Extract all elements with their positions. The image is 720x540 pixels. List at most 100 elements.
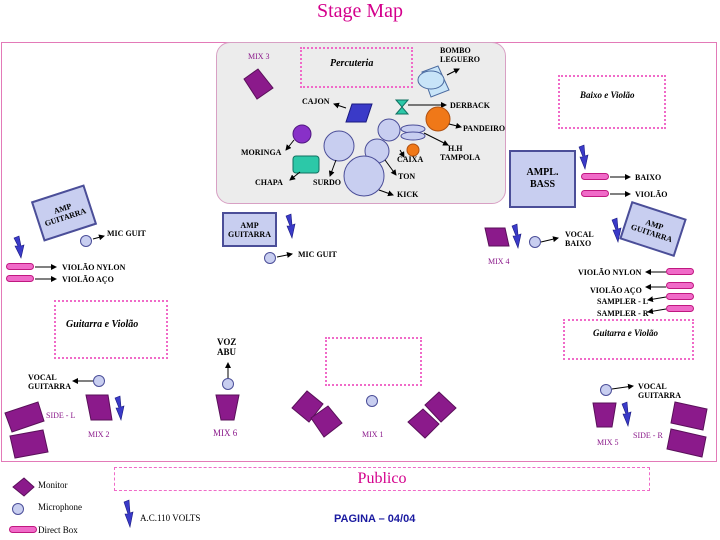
- side-fill-left-b: [9, 429, 49, 459]
- monitor-mix2: [85, 394, 113, 421]
- guitar-left-zone-label: Guitarra e Violão: [66, 319, 139, 330]
- legend-monitor-icon: [12, 477, 35, 497]
- side-fill-right-b: [666, 428, 707, 458]
- audience-area: Publico: [114, 467, 650, 491]
- surdo-label: SURDO: [313, 178, 342, 187]
- bass-violao-zone-label: Baixo e Violão: [580, 90, 635, 100]
- ac-bolt-bass: [578, 144, 589, 171]
- violao-right-label: VIOLÃO: [635, 190, 668, 199]
- di-sampler-r: [666, 305, 694, 312]
- derback-drum: [394, 99, 410, 115]
- moringa-label: MORINGA: [241, 148, 282, 157]
- mic-guit-center: [264, 252, 276, 264]
- moringa: [292, 124, 312, 144]
- percussion-zone: Percuteria: [300, 47, 413, 88]
- ac-bolt-mix5: [621, 401, 632, 428]
- surdo-drum: [323, 130, 355, 162]
- monitor-mix1-left-b: [310, 405, 343, 438]
- mic-vocal-right: [600, 384, 612, 396]
- di-violao-right: [581, 190, 609, 197]
- cajon-label: CAJON: [302, 97, 330, 106]
- legend-direct-box-label: Direct Box: [38, 525, 78, 535]
- di-violao-aco-left: [6, 275, 34, 282]
- legend-microphone-label: Microphone: [38, 502, 82, 512]
- legend-microphone-icon: [12, 503, 24, 515]
- monitor-mix5: [592, 402, 617, 428]
- page-number: PAGINA – 04/04: [334, 513, 416, 525]
- ac-bolt-mix4: [511, 223, 522, 250]
- ton-label: TON: [398, 172, 416, 181]
- ac-bolt-left-amp: [13, 235, 25, 259]
- monitor-mix4: [484, 227, 510, 247]
- pandeiro-label: PANDEIRO: [463, 124, 506, 133]
- side-l-label: SIDE - L: [46, 411, 76, 420]
- mix1-label: MIX 1: [362, 430, 384, 439]
- amp-center-line2: GUITARRA: [228, 229, 271, 239]
- side-fill-right-a: [670, 401, 708, 431]
- mic-center: [366, 395, 378, 407]
- mix2-label: MIX 2: [88, 430, 110, 439]
- kick-drum: [343, 155, 385, 197]
- percussion-zone-label: Percuteria: [330, 58, 374, 69]
- page-title: Stage Map: [316, 0, 404, 22]
- amp-bass-line2: BASS: [529, 179, 555, 190]
- mic-guit-center-label: MIC GUIT: [298, 250, 337, 259]
- sampler-r-label: SAMPLER - R: [597, 309, 649, 318]
- center-zone: [325, 337, 422, 386]
- guitar-left-zone: Guitarra e Violão: [54, 300, 168, 359]
- kick-label: KICK: [397, 190, 419, 199]
- mic-guit-left-label: MIC GUIT: [107, 229, 146, 238]
- hh-cymbal-bottom: [400, 131, 426, 141]
- legend-ac-label: A.C.110 VOLTS: [140, 513, 201, 523]
- cajon-drum: [345, 103, 373, 123]
- monitor-mix6: [215, 394, 240, 421]
- side-r-label: SIDE - R: [633, 431, 663, 440]
- tampola: [406, 143, 420, 157]
- caixa-label: CAIXA: [397, 155, 424, 164]
- amp-bass: AMPL.BASS: [509, 150, 576, 208]
- guitar-right-zone-label: Guitarra e Violão: [593, 328, 659, 338]
- mix5-label: MIX 5: [597, 438, 619, 447]
- violao-aco-left-label: VIOLÃO AÇO: [62, 275, 114, 284]
- mic-voz-abu: [222, 378, 234, 390]
- mix6-label: MIX 6: [213, 428, 238, 438]
- mic-vocal-baixo: [529, 236, 541, 248]
- di-sampler-l: [666, 293, 694, 300]
- chapa: [292, 155, 320, 174]
- di-baixo: [581, 173, 609, 180]
- mix4-label: MIX 4: [488, 257, 510, 266]
- derback-label: DERBACK: [450, 101, 491, 110]
- amp-bass-line1: AMPL.: [526, 167, 559, 178]
- bass-violao-zone: Baixo e Violão: [558, 75, 666, 129]
- di-violao-nylon-right: [666, 268, 694, 275]
- ac-bolt-mix2: [114, 395, 125, 422]
- baixo-label: BAIXO: [635, 173, 662, 182]
- ac-bolt-legend: [123, 499, 134, 529]
- di-violao-nylon-left: [6, 263, 34, 270]
- monitor-mix1-right-a: [424, 391, 457, 423]
- violao-aco-right-label: VIOLÃO AÇO: [590, 286, 642, 295]
- side-fill-left-a: [4, 401, 45, 433]
- monitor-mix1-left-a: [291, 390, 324, 423]
- mic-guit-left: [80, 235, 92, 247]
- monitor-mix3: [243, 68, 274, 100]
- chapa-label: CHAPA: [255, 178, 283, 187]
- legend-direct-box-icon: [9, 526, 37, 533]
- mix3-label: MIX 3: [248, 52, 270, 61]
- audience-label: Publico: [357, 470, 407, 487]
- pandeiro: [425, 106, 451, 132]
- sampler-l-label: SAMPLER - L: [597, 297, 649, 306]
- guitar-right-zone: Guitarra e Violão: [563, 319, 694, 360]
- di-violao-aco-right: [666, 282, 694, 289]
- monitor-mix1-right-b: [407, 408, 440, 439]
- ac-bolt-center-amp: [285, 213, 296, 240]
- bombo-leguero-drum: [417, 65, 450, 98]
